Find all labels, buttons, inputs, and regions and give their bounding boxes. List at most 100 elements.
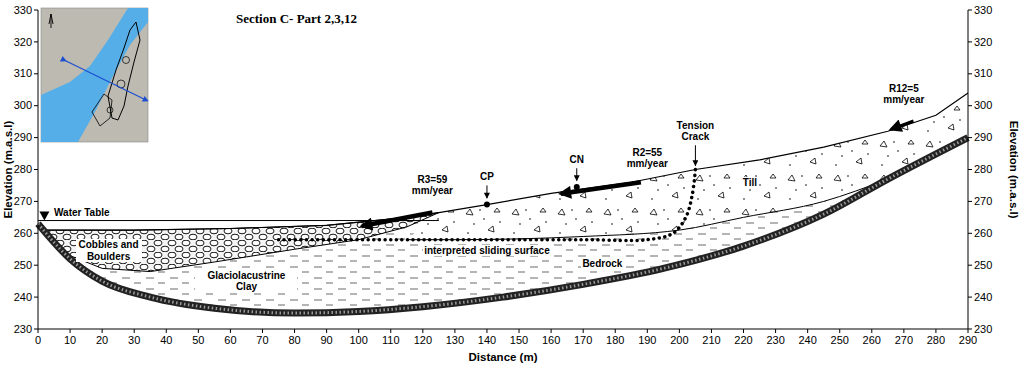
axis-tick-label: 210 bbox=[702, 334, 720, 347]
axis-tick-label: 230 bbox=[766, 334, 784, 347]
axis-tick-label: 10 bbox=[64, 334, 76, 347]
axis-tick bbox=[935, 329, 936, 333]
axis-tick-label: 250 bbox=[14, 259, 32, 272]
axis-tick bbox=[968, 329, 969, 333]
axis-tick-label: 150 bbox=[510, 334, 528, 347]
axis-tick bbox=[968, 233, 972, 234]
axis-tick-label: 240 bbox=[798, 334, 816, 347]
axis-tick-label: 270 bbox=[895, 334, 913, 347]
axis-tick-label: 170 bbox=[574, 334, 592, 347]
axis-tick bbox=[968, 137, 972, 138]
axis-tick-label: 180 bbox=[606, 334, 624, 347]
layer-label: Cobbles and Boulders bbox=[76, 239, 142, 262]
layer-label: Till bbox=[742, 177, 758, 189]
axis-tick bbox=[583, 329, 584, 333]
axis-tick bbox=[807, 329, 808, 333]
axis-tick bbox=[34, 233, 38, 234]
axis-line bbox=[38, 329, 968, 330]
axis-tick bbox=[390, 329, 391, 333]
axis-tick bbox=[134, 329, 135, 333]
axis-tick bbox=[34, 137, 38, 138]
axis-tick bbox=[519, 329, 520, 333]
location-map bbox=[41, 8, 148, 142]
axis-tick-label: 240 bbox=[14, 291, 32, 304]
cobble-layer bbox=[44, 213, 438, 272]
clay-layer bbox=[38, 93, 968, 313]
axis-tick bbox=[230, 329, 231, 333]
axis-tick bbox=[968, 297, 972, 298]
axis-tick bbox=[968, 201, 972, 202]
axis-tick-label: 110 bbox=[382, 334, 400, 347]
axis-tick bbox=[775, 329, 776, 333]
movement-arrow bbox=[561, 182, 641, 193]
layer-label: Bedrock bbox=[581, 258, 623, 270]
bedrock-surface bbox=[38, 138, 968, 313]
axis-tick-label: 280 bbox=[14, 163, 32, 176]
axis-tick bbox=[70, 329, 71, 333]
leader-arrow bbox=[486, 185, 487, 198]
axis-tick-label: 250 bbox=[974, 259, 992, 272]
axis-tick-label: 240 bbox=[974, 291, 992, 304]
point-label: CN bbox=[569, 154, 585, 166]
bedrock-hatch bbox=[38, 138, 968, 313]
axis-tick bbox=[166, 329, 167, 333]
axis-title: Elevation (m.a.s.l) bbox=[2, 121, 15, 219]
axis-tick bbox=[968, 73, 972, 74]
survey-point bbox=[484, 202, 490, 208]
water-table-label: Water Table bbox=[54, 207, 110, 219]
axis-tick-label: 20 bbox=[96, 334, 108, 347]
axis-tick-label: 270 bbox=[14, 195, 32, 208]
section-title: Section C- Part 2,3,12 bbox=[236, 12, 357, 27]
axis-tick bbox=[102, 329, 103, 333]
axis-tick bbox=[34, 10, 38, 11]
axis-tick bbox=[551, 329, 552, 333]
axis-tick-label: 280 bbox=[974, 163, 992, 176]
axis-tick bbox=[743, 329, 744, 333]
axis-title: Distance (m) bbox=[468, 351, 537, 364]
axis-tick bbox=[968, 329, 972, 330]
axis-tick-label: 270 bbox=[974, 195, 992, 208]
layer-label: Glaciolacustrine Clay bbox=[195, 270, 297, 293]
axis-tick-label: 220 bbox=[734, 334, 752, 347]
axis-tick bbox=[968, 169, 972, 170]
axis-tick-label: 140 bbox=[478, 334, 496, 347]
point-label: CP bbox=[479, 171, 495, 183]
axis-tick-label: 130 bbox=[446, 334, 464, 347]
axis-tick-label: 90 bbox=[320, 334, 332, 347]
axis-tick-label: 200 bbox=[670, 334, 688, 347]
axis-tick-label: 300 bbox=[14, 99, 32, 112]
axis-tick bbox=[34, 329, 38, 330]
axis-tick-label: 230 bbox=[14, 323, 32, 336]
axis-tick bbox=[422, 329, 423, 333]
axis-tick bbox=[839, 329, 840, 333]
axis-tick-label: 60 bbox=[224, 334, 236, 347]
axis-tick bbox=[615, 329, 616, 333]
axis-tick-label: 260 bbox=[14, 227, 32, 240]
axis-tick-label: 260 bbox=[863, 334, 881, 347]
axis-tick-label: 0 bbox=[35, 334, 41, 347]
axis-tick bbox=[34, 169, 38, 170]
axis-tick bbox=[968, 10, 972, 11]
axis-tick-label: 320 bbox=[974, 36, 992, 49]
axis-tick bbox=[679, 329, 680, 333]
axis-tick-label: 250 bbox=[831, 334, 849, 347]
axis-tick-label: 290 bbox=[14, 131, 32, 144]
water-table-symbol bbox=[39, 212, 49, 221]
axis-tick bbox=[358, 329, 359, 333]
axis-tick bbox=[903, 329, 904, 333]
sliding-surface-label: interpreted sliding surface bbox=[423, 245, 551, 257]
axis-tick-label: 50 bbox=[192, 334, 204, 347]
axis-tick bbox=[34, 297, 38, 298]
axis-tick-label: 290 bbox=[959, 334, 977, 347]
axis-tick-label: 310 bbox=[974, 67, 992, 80]
axis-tick-label: 260 bbox=[974, 227, 992, 240]
axis-tick bbox=[486, 329, 487, 333]
axis-tick bbox=[34, 73, 38, 74]
axis-tick bbox=[34, 105, 38, 106]
axis-tick bbox=[647, 329, 648, 333]
movement-arrow bbox=[891, 121, 913, 129]
axis-tick bbox=[968, 265, 972, 266]
axis-tick bbox=[326, 329, 327, 333]
rate-label: R12=5 mm/year bbox=[878, 83, 930, 106]
rate-label: R3=59 mm/year bbox=[406, 174, 458, 197]
